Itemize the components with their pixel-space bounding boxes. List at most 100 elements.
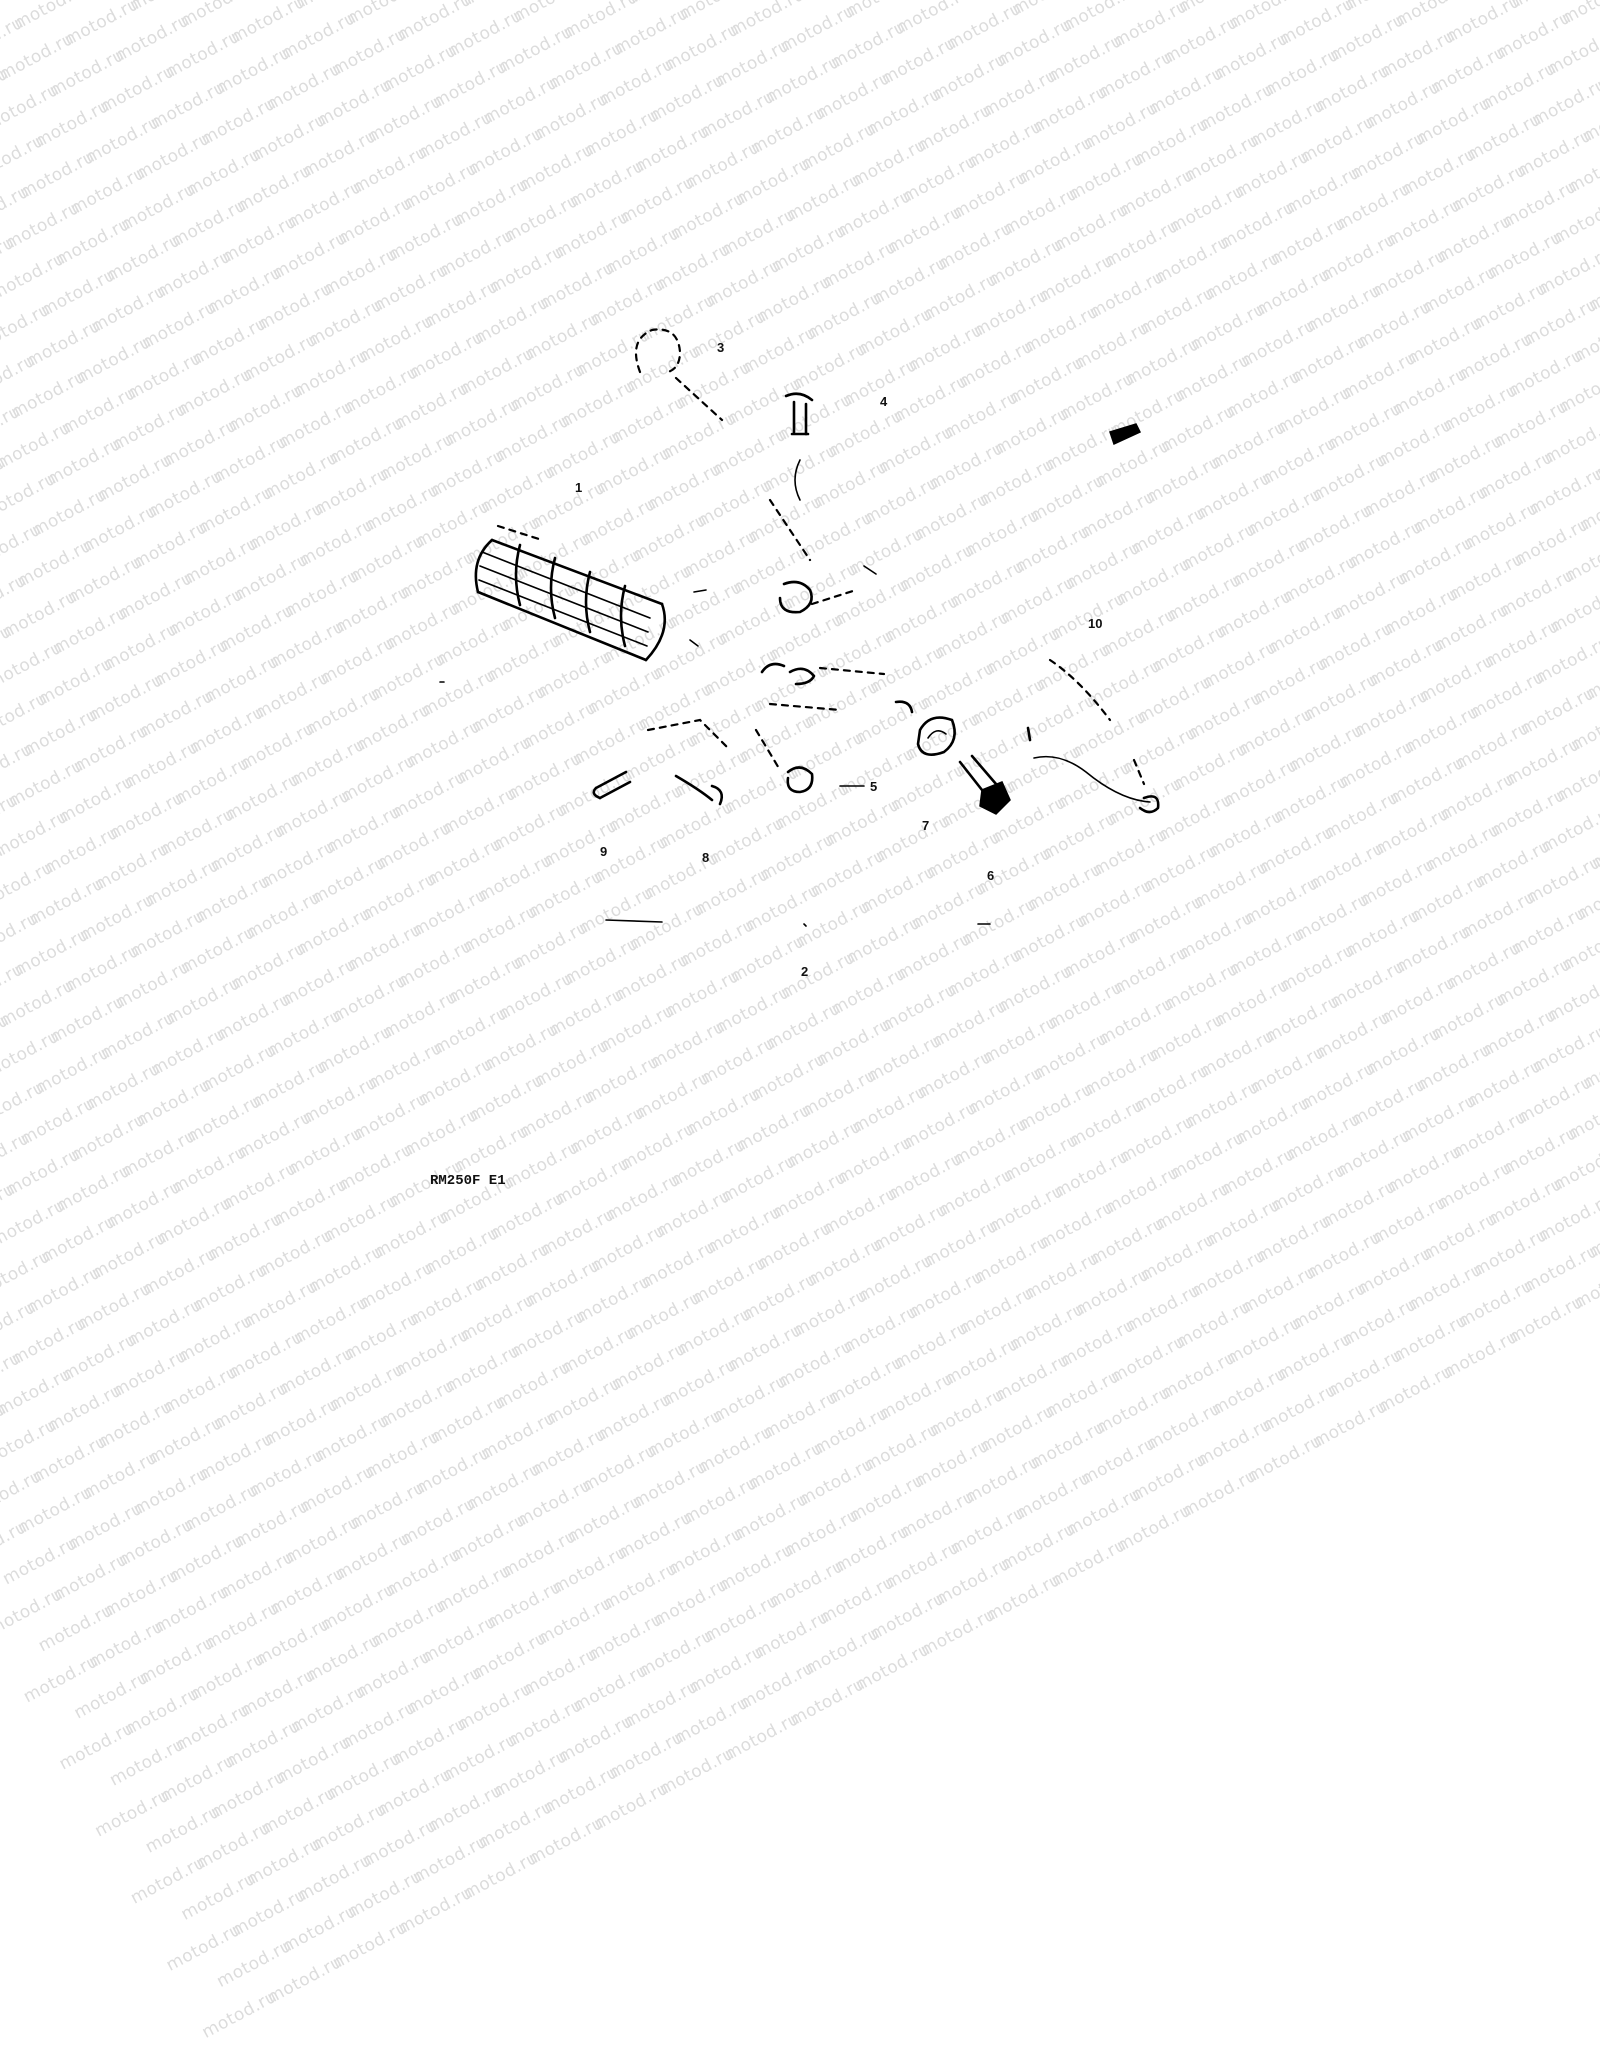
watermark-text: motod.ru bbox=[507, 1306, 589, 1362]
watermark-text: motod.ru bbox=[264, 1952, 346, 2008]
watermark-text: motod.ru bbox=[115, 1515, 197, 1571]
watermark-text: motod.ru bbox=[932, 1554, 1014, 1610]
watermark-text: motod.ru bbox=[751, 1607, 833, 1663]
watermark-text: motod.ru bbox=[255, 1225, 337, 1281]
watermark-text: motod.ru bbox=[635, 1625, 717, 1681]
part-small-pin bbox=[594, 772, 630, 798]
watermark-text: motod.ru bbox=[962, 1452, 1044, 1508]
watermark-text: motod.ru bbox=[448, 1510, 530, 1566]
watermark-text: motod.ru bbox=[703, 1202, 785, 1258]
watermark-text: motod.ru bbox=[1087, 1213, 1169, 1269]
callout-6: 6 bbox=[987, 868, 994, 883]
watermark-text: motod.ru bbox=[614, 1507, 696, 1563]
watermark-text: motod.ru bbox=[739, 1269, 821, 1325]
watermark-text: motod.ru bbox=[1375, 1361, 1457, 1417]
watermark-text: motod.ru bbox=[442, 1341, 524, 1397]
watermark-text: motod.ru bbox=[855, 1250, 937, 1306]
watermark-text: motod.ru bbox=[469, 1628, 551, 1684]
watermark-text: motod.ru bbox=[0, 1399, 10, 1455]
watermark-text: motod.ru bbox=[1586, 1206, 1600, 1262]
watermark-text: motod.ru bbox=[0, 1533, 81, 1589]
watermark-text: motod.ru bbox=[674, 1304, 756, 1360]
watermark-text: motod.ru bbox=[1360, 1412, 1442, 1468]
watermark-text: motod.ru bbox=[94, 1396, 176, 1452]
watermark-text: motod.ru bbox=[721, 1709, 803, 1765]
watermark-text: motod.ru bbox=[410, 1831, 492, 1887]
watermark-text: motod.ru bbox=[317, 1579, 399, 1635]
watermark-text: motod.ru bbox=[688, 1253, 770, 1309]
watermark-text: motod.ru bbox=[80, 1447, 162, 1503]
watermark-text: motod.ru bbox=[383, 1545, 465, 1601]
watermark-text: motod.ru bbox=[359, 1815, 441, 1871]
watermark-text: motod.ru bbox=[1303, 1227, 1385, 1283]
watermark-text: motod.ru bbox=[121, 1683, 203, 1739]
watermark-text: motod.ru bbox=[181, 1480, 263, 1536]
callout-2: 2 bbox=[801, 964, 808, 979]
watermark-text: motod.ru bbox=[1339, 1294, 1421, 1350]
watermark-text: motod.ru bbox=[0, 1195, 69, 1251]
watermark-text: motod.ru bbox=[846, 1470, 928, 1526]
watermark-text: motod.ru bbox=[1369, 1192, 1451, 1248]
watermark-text: motod.ru bbox=[323, 1748, 405, 1804]
watermark-text: motod.ru bbox=[1404, 1259, 1486, 1315]
watermark-text: motod.ru bbox=[341, 1308, 423, 1364]
watermark-text: motod.ru bbox=[1093, 1382, 1175, 1438]
watermark-text: motod.ru bbox=[1188, 1246, 1270, 1302]
watermark-text: motod.ru bbox=[457, 1290, 539, 1346]
watermark-text: motod.ru bbox=[983, 1570, 1065, 1626]
watermark-text: motod.ru bbox=[279, 1901, 361, 1957]
watermark-text: motod.ru bbox=[1006, 1299, 1088, 1355]
watermark-text: motod.ru bbox=[1440, 1327, 1522, 1383]
watermark-text: motod.ru bbox=[1238, 1262, 1320, 1318]
watermark-text: motod.ru bbox=[971, 1232, 1053, 1288]
watermark-text: motod.ru bbox=[593, 1389, 675, 1445]
watermark-text: motod.ru bbox=[397, 1494, 479, 1550]
part-shift-drum bbox=[476, 526, 665, 660]
watermark-text: motod.ru bbox=[189, 1260, 271, 1316]
watermark-text: motod.ru bbox=[50, 1549, 132, 1605]
watermark-text: motod.ru bbox=[56, 1718, 138, 1774]
watermark-text: motod.ru bbox=[276, 1343, 358, 1399]
watermark-text: motod.ru bbox=[395, 1882, 477, 1938]
watermark-text: motod.ru bbox=[305, 1241, 387, 1297]
watermark-text: motod.ru bbox=[14, 1482, 96, 1538]
watermark-text: motod.ru bbox=[225, 1327, 307, 1383]
watermark-text: motod.ru bbox=[802, 1623, 884, 1679]
watermark-text: motod.ru bbox=[1033, 1586, 1115, 1642]
watermark-text: motod.ru bbox=[389, 1713, 471, 1769]
watermark-text: motod.ru bbox=[537, 1204, 619, 1260]
callout-9: 9 bbox=[600, 844, 607, 859]
watermark-text: motod.ru bbox=[522, 1255, 604, 1311]
watermark-text: motod.ru bbox=[172, 1700, 254, 1756]
part-bearing bbox=[918, 718, 955, 755]
watermark-text: motod.ru bbox=[781, 1505, 863, 1561]
watermark-text: motod.ru bbox=[573, 1271, 655, 1327]
watermark-text: motod.ru bbox=[498, 1526, 580, 1582]
watermark-text: motod.ru bbox=[511, 1864, 593, 1920]
watermark-text: motod.ru bbox=[1072, 1264, 1154, 1320]
watermark-text: motod.ru bbox=[1455, 1276, 1537, 1332]
watermark-text: motod.ru bbox=[1179, 1466, 1261, 1522]
watermark-text: motod.ru bbox=[772, 1725, 854, 1781]
watermark-text: motod.ru bbox=[787, 1674, 869, 1730]
watermark-text: motod.ru bbox=[329, 1917, 411, 1973]
watermark-text: motod.ru bbox=[403, 1663, 485, 1719]
watermark-text: motod.ru bbox=[290, 1292, 372, 1348]
watermark-text: motod.ru bbox=[665, 1524, 747, 1580]
watermark-text: motod.ru bbox=[1137, 1229, 1219, 1285]
watermark-text: motod.ru bbox=[472, 1239, 554, 1295]
watermark-text: motod.ru bbox=[513, 1475, 595, 1531]
watermark-text: motod.ru bbox=[1143, 1398, 1225, 1454]
watermark-text: motod.ru bbox=[534, 1593, 616, 1649]
watermark-text: motod.ru bbox=[1036, 1197, 1118, 1253]
watermark-text: motod.ru bbox=[222, 1716, 304, 1772]
watermark-text: motod.ru bbox=[142, 1801, 224, 1857]
callout-5: 5 bbox=[870, 779, 877, 794]
watermark-text: motod.ru bbox=[796, 1454, 878, 1510]
watermark-text: motod.ru bbox=[1229, 1482, 1311, 1538]
watermark-text: motod.ru bbox=[136, 1633, 218, 1689]
watermark-text: motod.ru bbox=[163, 1920, 245, 1976]
watermark-text: motod.ru bbox=[1021, 1248, 1103, 1304]
watermark-text: motod.ru bbox=[810, 1403, 892, 1459]
watermark-text: motod.ru bbox=[519, 1644, 601, 1700]
